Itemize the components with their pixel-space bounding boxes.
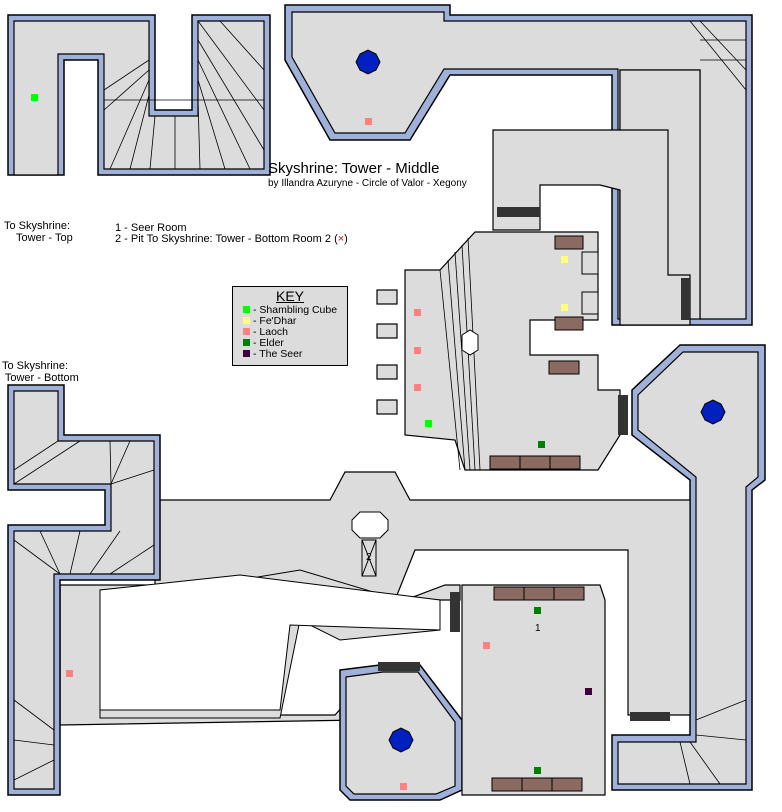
- note-2-text: 2 - Pit To Skyshrine: Tower - Bottom Roo…: [115, 233, 338, 245]
- note-2: 2 - Pit To Skyshrine: Tower - Bottom Roo…: [115, 233, 348, 245]
- key-label: - Shambling Cube: [253, 303, 338, 316]
- seer-room: [461, 584, 606, 796]
- marker-laoch: [365, 118, 372, 125]
- marker-shambling-cube: [425, 420, 432, 427]
- marker-the-seer: [585, 688, 592, 695]
- swatch-icon: [243, 339, 250, 346]
- pool-top: [355, 49, 381, 75]
- key-heading: KEY: [275, 288, 304, 304]
- key-item: - Laoch: [233, 325, 347, 338]
- marker-laoch: [400, 783, 407, 790]
- map-title: Skyshrine: Tower - Middle: [268, 160, 440, 177]
- exit-label-bottom: To Skyshrine: Tower - Bottom: [2, 360, 79, 384]
- note-2-end: ): [344, 233, 348, 245]
- note-1: 1 - Seer Room: [115, 222, 187, 234]
- marker-laoch: [414, 309, 421, 316]
- swatch-icon: [243, 328, 250, 335]
- map-key: KEY - Shambling Cube - Fe'Dhar - Laoch -…: [232, 286, 348, 366]
- marker-fedhar: [561, 256, 568, 263]
- swatch-icon: [243, 350, 250, 357]
- key-label: - Laoch: [253, 325, 289, 338]
- marker-fedhar: [561, 304, 568, 311]
- top-right-stairs: [689, 20, 747, 91]
- top-left-stairs: [103, 20, 265, 170]
- marker-laoch: [414, 384, 421, 391]
- key-label: - Elder: [253, 336, 284, 349]
- alcoves: [376, 289, 398, 415]
- key-item: - Shambling Cube: [233, 303, 347, 316]
- top-left-stair-floor: [13, 20, 265, 176]
- marker-elder: [534, 607, 541, 614]
- pool-bottom: [388, 727, 414, 753]
- marker-elder: [538, 441, 545, 448]
- bottom-left-stairs: [13, 440, 155, 781]
- pool-right: [700, 399, 726, 425]
- map-label-1: 1: [535, 623, 541, 634]
- map-label-2: 2: [366, 552, 372, 563]
- key-item: - The Seer: [233, 347, 347, 360]
- bottom-right-stairs: [679, 699, 747, 785]
- upper-right-room: [492, 129, 691, 326]
- swatch-icon: [243, 317, 250, 324]
- exit-label-top: To Skyshrine: Tower - Top: [4, 220, 73, 244]
- door: [681, 278, 690, 320]
- swatch-icon: [243, 306, 250, 313]
- central-room: [404, 231, 621, 471]
- map-subtitle: by Illandra Azuryne - Circle of Valor - …: [268, 178, 467, 189]
- central-room-steps: [439, 237, 481, 471]
- key-label: - Fe'Dhar: [253, 314, 297, 327]
- key-label: - The Seer: [253, 347, 303, 360]
- spawn-markers: [31, 94, 592, 790]
- pit-mark-icon: ×: [337, 233, 345, 245]
- marker-laoch: [483, 642, 490, 649]
- marker-shambling-cube: [31, 94, 38, 101]
- right-room-floor: [617, 351, 759, 785]
- key-item: - Fe'Dhar: [233, 314, 347, 327]
- marker-laoch: [66, 670, 73, 677]
- marker-laoch: [414, 347, 421, 354]
- door: [497, 207, 540, 217]
- key-item: - Elder: [233, 336, 347, 349]
- marker-elder: [534, 767, 541, 774]
